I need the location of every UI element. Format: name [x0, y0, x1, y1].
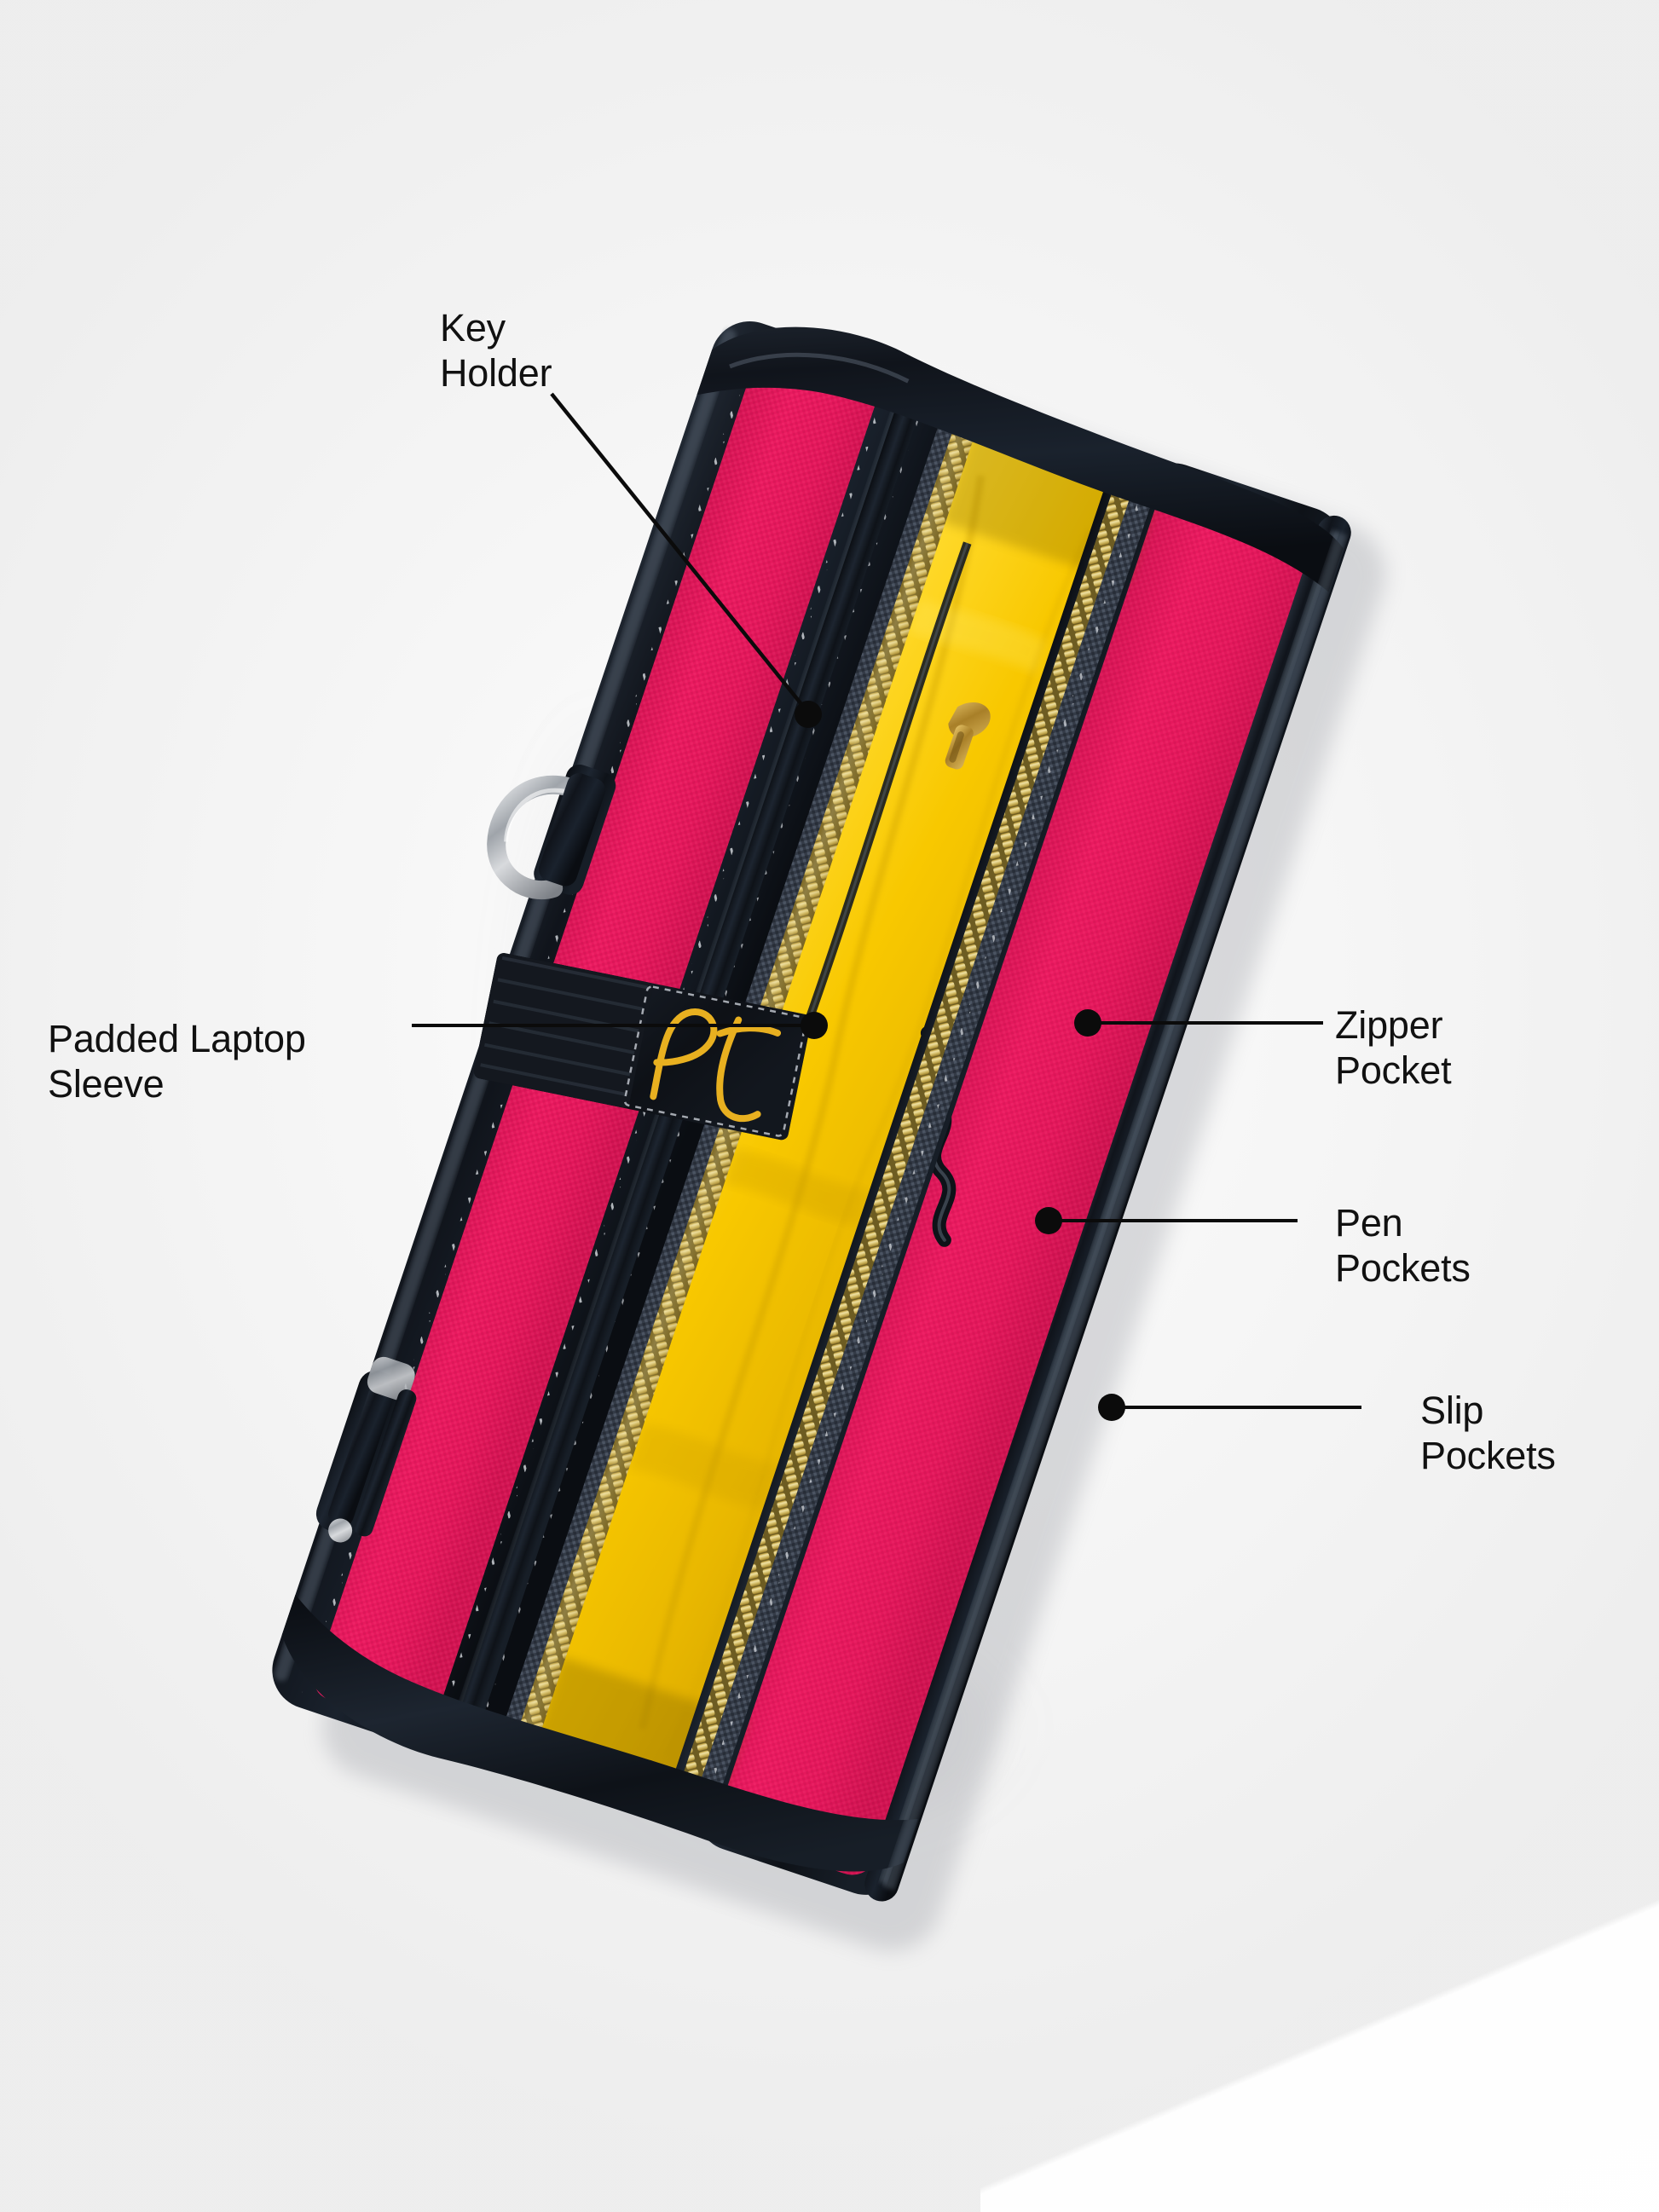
annotation-label-zipper-pocket: Zipper Pocket — [1335, 1003, 1452, 1093]
annotation-label-pen-pockets: Pen Pockets — [1335, 1201, 1471, 1291]
annotation-label-padded-laptop-sleeve: Padded Laptop Sleeve — [48, 1017, 306, 1106]
annotation-label-slip-pockets: Slip Pockets — [1420, 1389, 1556, 1478]
annotation-label-key-holder: Key Holder — [440, 306, 552, 396]
